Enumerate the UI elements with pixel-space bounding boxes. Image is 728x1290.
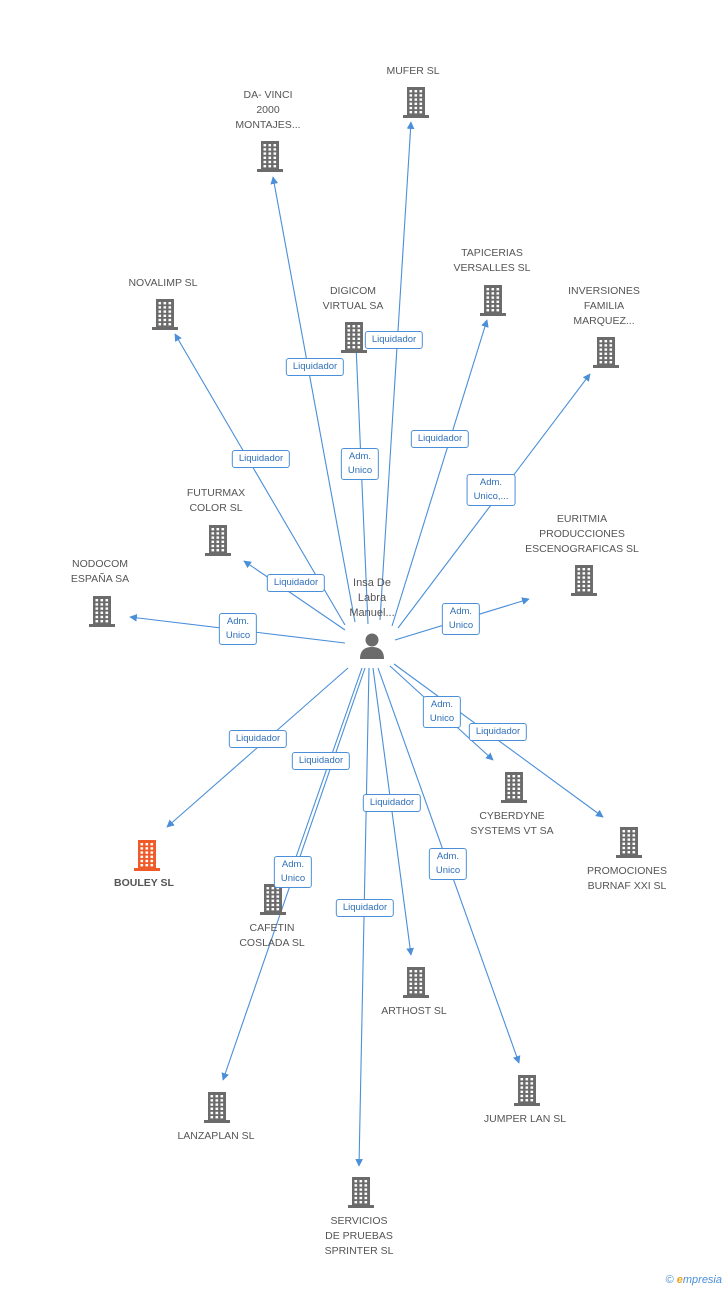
building-icon	[341, 322, 367, 353]
building-icon	[260, 884, 286, 915]
company-name-futurmax[interactable]: FUTURMAX COLOR SL	[186, 487, 246, 514]
edge-line-tapicerias	[391, 319, 489, 627]
building-icon	[403, 87, 429, 118]
building-icon	[403, 967, 429, 998]
edge-label-bouley[interactable]: Liquidador	[228, 730, 288, 748]
company-node-jumper[interactable]	[512, 1073, 542, 1107]
edge-label-novalimp[interactable]: Liquidador	[231, 450, 291, 468]
edge-label-futurmax[interactable]: Liquidador	[266, 574, 326, 592]
center-person-name: Insa De Labra Manuel...	[349, 577, 395, 619]
edge-label-mufer[interactable]: Liquidador	[364, 331, 424, 349]
brand-logo-e: e	[676, 1274, 683, 1286]
company-node-servicios[interactable]	[346, 1175, 376, 1209]
edge-label-servicios[interactable]: Liquidador	[335, 899, 395, 917]
company-node-nodocom[interactable]	[87, 594, 117, 628]
company-node-mufer[interactable]	[401, 85, 431, 119]
company-name-lanzaplan[interactable]: LANZAPLAN SL	[177, 1130, 255, 1142]
building-icon	[257, 141, 283, 172]
footer-brand: © empresia	[666, 1274, 722, 1286]
edge-line-servicios	[355, 667, 370, 1167]
company-node-lanzaplan[interactable]	[202, 1090, 232, 1124]
edge-label-cyberdyne[interactable]: Adm. Unico	[422, 696, 462, 728]
edge-line-digicom	[352, 344, 369, 625]
company-node-digicom[interactable]	[339, 320, 369, 354]
company-name-jumper[interactable]: JUMPER LAN SL	[483, 1113, 567, 1125]
edge-label-digicom[interactable]: Adm. Unico	[340, 448, 380, 480]
edge-label-davinci[interactable]: Liquidador	[285, 358, 345, 376]
company-node-tapicerias[interactable]	[478, 283, 508, 317]
brand-logo-text: mpresia	[682, 1274, 722, 1286]
company-name-mufer[interactable]: MUFER SL	[386, 65, 440, 77]
company-name-davinci[interactable]: DA- VINCI 2000 MONTAJES...	[235, 89, 301, 131]
company-node-arthost[interactable]	[401, 965, 431, 999]
company-node-cyberdyne[interactable]	[499, 770, 529, 804]
edge-line-davinci	[270, 176, 356, 623]
edge-label-arthost[interactable]: Liquidador	[362, 794, 422, 812]
company-name-cyberdyne[interactable]: CYBERDYNE SYSTEMS VT SA	[470, 810, 554, 837]
building-icon	[593, 337, 619, 368]
company-node-inversiones[interactable]	[591, 335, 621, 369]
company-name-nodocom[interactable]: NODOCOM ESPAÑA SA	[70, 558, 130, 585]
building-icon	[205, 525, 231, 556]
edge-line-cafetin	[286, 667, 363, 881]
company-name-promociones[interactable]: PROMOCIONES BURNAF XXI SL	[587, 865, 667, 892]
edge-line-futurmax	[243, 560, 346, 631]
edge-label-euritmia[interactable]: Adm. Unico	[441, 603, 481, 635]
company-name-digicom[interactable]: DIGICOM VIRTUAL SA	[322, 285, 384, 312]
company-name-tapicerias[interactable]: TAPICERIAS VERSALLES SL	[453, 247, 531, 274]
company-name-euritmia[interactable]: EURITMIA PRODUCCIONES ESCENOGRAFICAS SL	[525, 513, 639, 555]
building-icon	[152, 299, 178, 330]
edge-label-cafetin[interactable]: Adm. Unico	[273, 856, 313, 888]
edge-label-jumper[interactable]: Adm. Unico	[428, 848, 468, 880]
building-icon	[571, 565, 597, 596]
company-node-euritmia[interactable]	[569, 563, 599, 597]
company-name-novalimp[interactable]: NOVALIMP SL	[128, 277, 198, 289]
edge-label-tapicerias[interactable]: Liquidador	[410, 430, 470, 448]
company-node-cafetin[interactable]	[258, 882, 288, 916]
building-icon	[134, 840, 160, 871]
building-icon	[89, 596, 115, 627]
edge-line-mufer	[379, 121, 415, 621]
company-name-cafetin[interactable]: CAFETIN COSLADA SL	[239, 922, 305, 949]
person-icon	[360, 633, 384, 659]
company-node-promociones[interactable]	[614, 825, 644, 859]
edge-label-inversiones[interactable]: Adm. Unico,...	[466, 474, 516, 506]
company-node-bouley[interactable]	[132, 838, 162, 872]
building-icon	[514, 1075, 540, 1106]
company-name-servicios[interactable]: SERVICIOS DE PRUEBAS SPRINTER SL	[324, 1215, 394, 1257]
company-name-bouley[interactable]: BOULEY SL	[114, 877, 174, 889]
company-name-arthost[interactable]: ARTHOST SL	[381, 1005, 447, 1017]
building-icon	[348, 1177, 374, 1208]
company-name-inversiones[interactable]: INVERSIONES FAMILIA MARQUEZ...	[568, 285, 640, 327]
building-icon	[480, 285, 506, 316]
edge-label-nodocom[interactable]: Adm. Unico	[218, 613, 258, 645]
copyright-symbol: ©	[665, 1274, 674, 1286]
building-icon	[616, 827, 642, 858]
building-icon	[204, 1092, 230, 1123]
edge-label-promociones[interactable]: Liquidador	[468, 723, 528, 741]
company-node-novalimp[interactable]	[150, 297, 180, 331]
company-node-davinci[interactable]	[255, 139, 285, 173]
edge-label-lanzaplan[interactable]: Liquidador	[291, 752, 351, 770]
building-icon	[501, 772, 527, 803]
company-node-futurmax[interactable]	[203, 523, 233, 557]
